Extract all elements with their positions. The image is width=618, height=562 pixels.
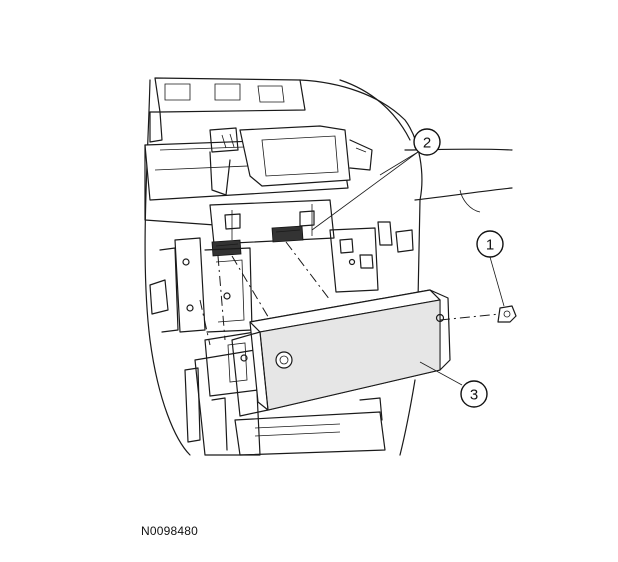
callout-1: 1 [476,230,504,258]
electronic-module [231,289,451,417]
callout-2-label: 2 [423,135,431,152]
installation-lines [199,241,501,346]
figure-id-label: N0098480 [141,524,198,538]
callout-3-label: 3 [470,387,478,404]
callout-2: 2 [413,128,441,156]
callout-1-label: 1 [486,237,494,254]
leader-lines [311,151,505,386]
callout-3: 3 [460,380,488,408]
instrument-panel-structure [144,77,513,456]
fastener-nut [497,305,517,323]
